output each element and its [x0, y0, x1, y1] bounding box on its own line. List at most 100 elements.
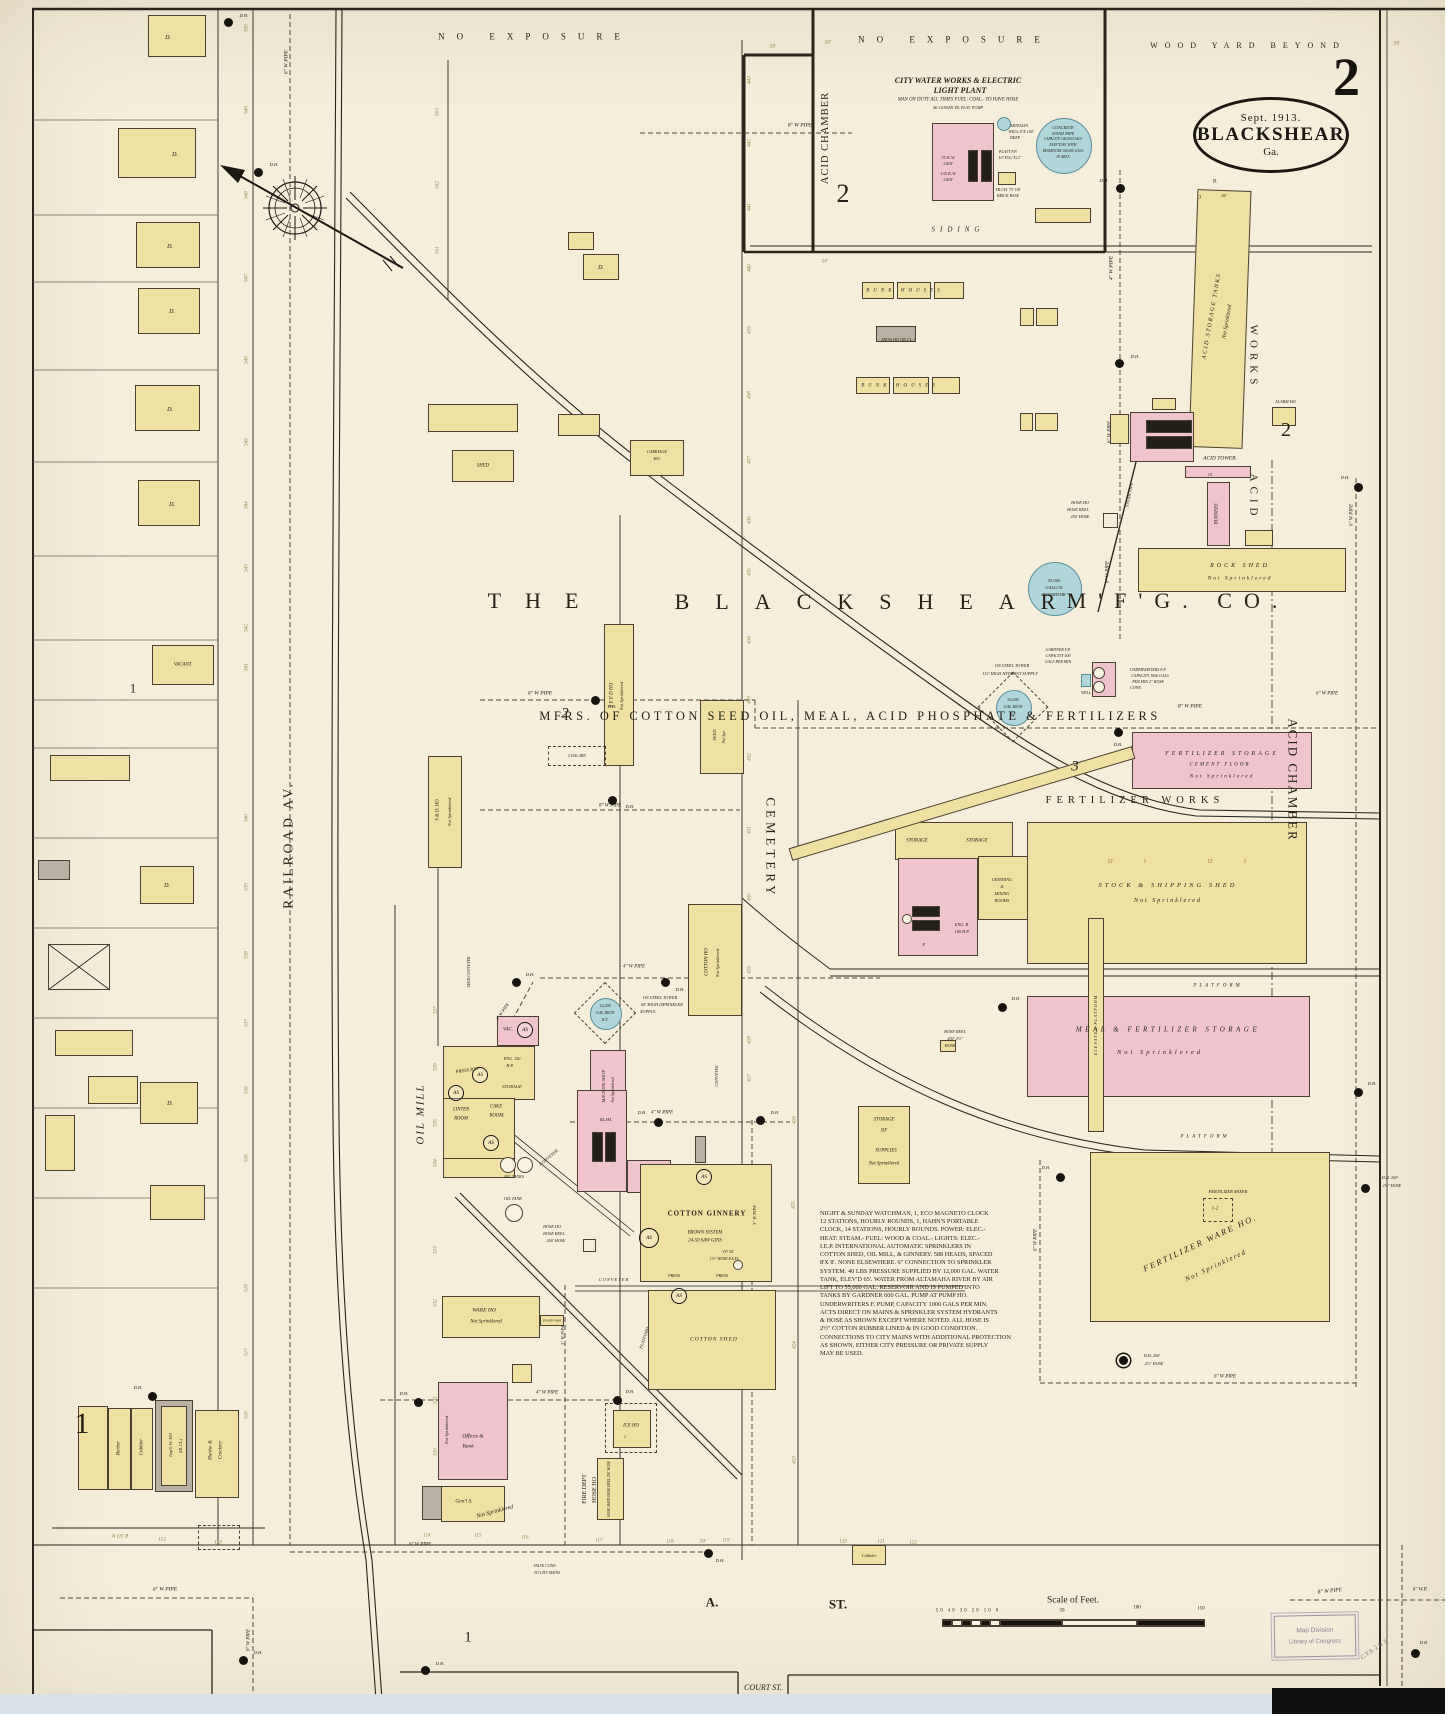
scale-bar-segment [1137, 1620, 1205, 1626]
mfrs-line: MFRS. OF COTTON SEED OIL, MEAL, ACID PHO… [539, 708, 1161, 723]
hydrant-dot [1353, 482, 1363, 492]
scan-corner-black [1272, 1688, 1445, 1714]
stock-num-1: 12 [1107, 859, 1113, 865]
vac: VAC. [503, 1027, 513, 1033]
map-state: Ga. [1263, 146, 1279, 158]
lot-row-a-st-120: 120 [839, 1539, 847, 1545]
num-3-big: 3 [1071, 758, 1079, 775]
waterworks-gen-1 [968, 150, 978, 182]
small-sq [512, 1364, 532, 1383]
oil-tanks: OIL TANKS [504, 1173, 524, 1179]
fert-mixer-box [1203, 1198, 1233, 1222]
gardner-3: GALS PER MIN [1044, 659, 1072, 664]
grinding-1: GRINDING [991, 876, 1013, 882]
scan-edge-strip [0, 1694, 1445, 1714]
artesian-2: WELL 8"X 100' [1008, 129, 1034, 134]
gin-hose-sq [583, 1239, 596, 1252]
hose-reel-meal-1: HOSE REEL [944, 1028, 966, 1034]
dh-200-3: D.H. 200' [1143, 1352, 1161, 1358]
steel-tower-65-2: 65' HIGH (SPRINKLER [641, 1001, 683, 1007]
gin-hose-2: HOSE REEL [543, 1230, 565, 1236]
pump-circle-2 [1093, 681, 1105, 693]
dwelling-7 [140, 866, 194, 904]
grinding-rooms [978, 856, 1028, 920]
scale-bar-segment [971, 1620, 981, 1626]
cobbler-2 [852, 1545, 886, 1565]
hydrant-label: D.H. [239, 12, 249, 18]
fertilizer-works: FERTILIZER WORKS [1045, 794, 1225, 806]
lot-113: 113 [214, 1539, 222, 1546]
carriage-ho [630, 440, 684, 476]
shed-bldg [452, 450, 514, 482]
a-street-st: ST. [828, 1596, 848, 1612]
pipe-6w-ware-h: 6" W PIPE [1213, 1374, 1237, 1380]
hydrant-label: D.H. [1130, 353, 1140, 359]
hydrant-dot [590, 695, 600, 705]
compass-rose [220, 165, 404, 272]
platform-bottom: PLATFORM [1180, 1134, 1230, 1140]
lot-row-a-st-122: 122 [909, 1540, 917, 1546]
genl-s [441, 1486, 505, 1522]
rock-shed-1: ROCK SHED [1210, 563, 1270, 569]
s-and-d-ho [428, 756, 462, 868]
pipe-6w-mid: 6" W PIPE [527, 690, 553, 697]
artesian-3: DEEP [1009, 135, 1021, 140]
hydrant-dot [1410, 1648, 1420, 1658]
acid-tanks-3: 3 [1198, 195, 1202, 201]
scale-title: Scale of Feet. [1047, 1595, 1099, 1606]
burners [1207, 482, 1230, 546]
eng-r-1: ENG. R. [954, 921, 970, 927]
hydrant-label: D.H. [607, 703, 617, 709]
grinding-4: ROOMS [994, 897, 1010, 903]
hydrant-label: D.H. [715, 1557, 725, 1563]
hydrant-label: D.H. [770, 1109, 780, 1115]
hydrant-label: D.H. [435, 1660, 445, 1666]
grinding-2: & [1000, 883, 1004, 889]
sprinkler-as-marker: AS [472, 1067, 488, 1083]
pipe-8w-mid: 8" W PIPE [598, 803, 622, 809]
artesian-well [997, 117, 1011, 131]
crossed-box [48, 944, 110, 990]
meal-storage-2: Not Sprinklered [1116, 1048, 1204, 1056]
cotton-shed [648, 1290, 776, 1390]
gen-75b: GEN [943, 160, 953, 166]
hydrant-dot [612, 1395, 622, 1405]
bunk-1e [1036, 308, 1058, 326]
standpipe-1: CONCRETE [1052, 124, 1074, 130]
hydrant-dot [238, 1655, 248, 1665]
standpipe-6: IN AREA [1056, 155, 1070, 160]
mess-ho: MESS HO (IR.CL.) [881, 336, 915, 342]
dwelling-6 [138, 480, 200, 526]
hydrant-dot [1055, 1172, 1065, 1182]
stock-shed-1: STOCK & SHIPPING SHED [1098, 881, 1238, 889]
ware-ho [442, 1296, 540, 1338]
scale-bar-segment [990, 1620, 1000, 1626]
chimney [695, 1136, 706, 1163]
hose-reel-meal-3: HOSE [944, 1042, 956, 1048]
hydrant-dot [223, 17, 233, 27]
num-1-left: 1 [129, 680, 137, 696]
scale-bar-segment [1062, 1620, 1137, 1626]
mix-circle [902, 914, 912, 924]
hydrant-label: D.H. [253, 1649, 263, 1655]
linter-2: ROOM [454, 1116, 468, 1122]
dynamo-bar-1 [1146, 420, 1192, 433]
cotton-ginnery: COTTON GINNERY [667, 1209, 747, 1218]
pipe-6wp-br: 6" W.P. [1412, 1587, 1428, 1593]
hydrant-dot [1113, 727, 1123, 737]
vp-1: V.P. 50' [722, 1249, 734, 1254]
gin-hose-1: HOSE HO [543, 1223, 561, 1229]
fert-storage-1: FERTILIZER STORAGE [1165, 751, 1279, 757]
water-tank-12000 [590, 998, 622, 1030]
dwelling-3: D. [167, 244, 173, 250]
fire-dept [597, 1458, 624, 1520]
acid-tanks-36: 36' [1221, 192, 1227, 198]
left-bldg-3 [88, 1076, 138, 1104]
ware-ho-2: Not Sprinklered [470, 1319, 502, 1325]
eng-150-1: ENG. 150 [503, 1055, 521, 1061]
hydrant-label: D.H. [525, 971, 535, 977]
mfg-co-name: BLACKSHEAR [674, 589, 1082, 614]
scale-150: 150 [1197, 1606, 1205, 1612]
hydrant-label: D.H. [133, 1384, 143, 1390]
